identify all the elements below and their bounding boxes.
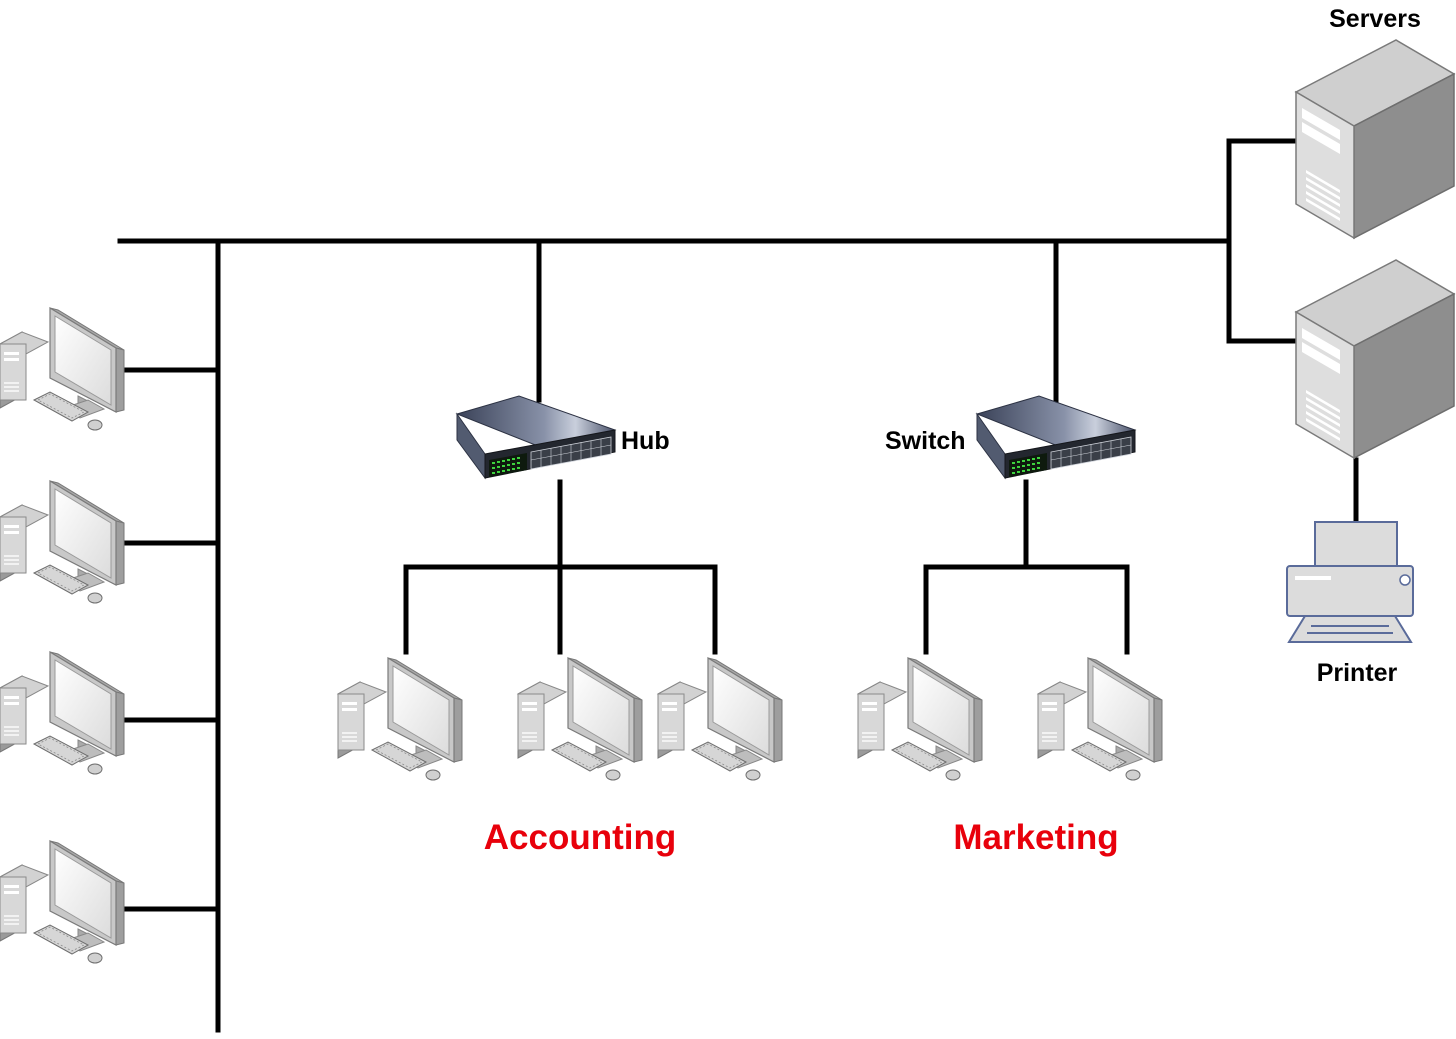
workstation-icon[interactable]	[0, 651, 125, 775]
marketing-branch-cable	[923, 564, 1130, 655]
workstation-icon[interactable]	[0, 840, 125, 964]
marketing-department-label: Marketing	[953, 818, 1118, 857]
servers-label: Servers	[1329, 5, 1421, 33]
printer-label: Printer	[1317, 659, 1398, 687]
workstation-icon[interactable]	[1037, 657, 1163, 781]
accounting-department-label: Accounting	[484, 818, 676, 857]
workstation-icon[interactable]	[0, 480, 125, 604]
network-switch-icon[interactable]	[976, 395, 1136, 479]
printer-icon[interactable]	[1286, 521, 1414, 643]
switch-label: Switch	[885, 427, 966, 455]
server-tower-icon[interactable]	[1295, 39, 1455, 239]
workstation-icon[interactable]	[337, 657, 463, 781]
server-link-cable	[1226, 138, 1300, 244]
workstation-icon[interactable]	[857, 657, 983, 781]
hub-label: Hub	[621, 427, 670, 455]
cabling	[117, 138, 1359, 1033]
workstation-icon[interactable]	[517, 657, 643, 781]
network-hub-icon[interactable]	[456, 395, 616, 479]
server-link-cable	[1226, 238, 1300, 344]
workstation-icon[interactable]	[657, 657, 783, 781]
server-tower-icon[interactable]	[1295, 259, 1455, 459]
workstation-icon[interactable]	[0, 307, 125, 431]
